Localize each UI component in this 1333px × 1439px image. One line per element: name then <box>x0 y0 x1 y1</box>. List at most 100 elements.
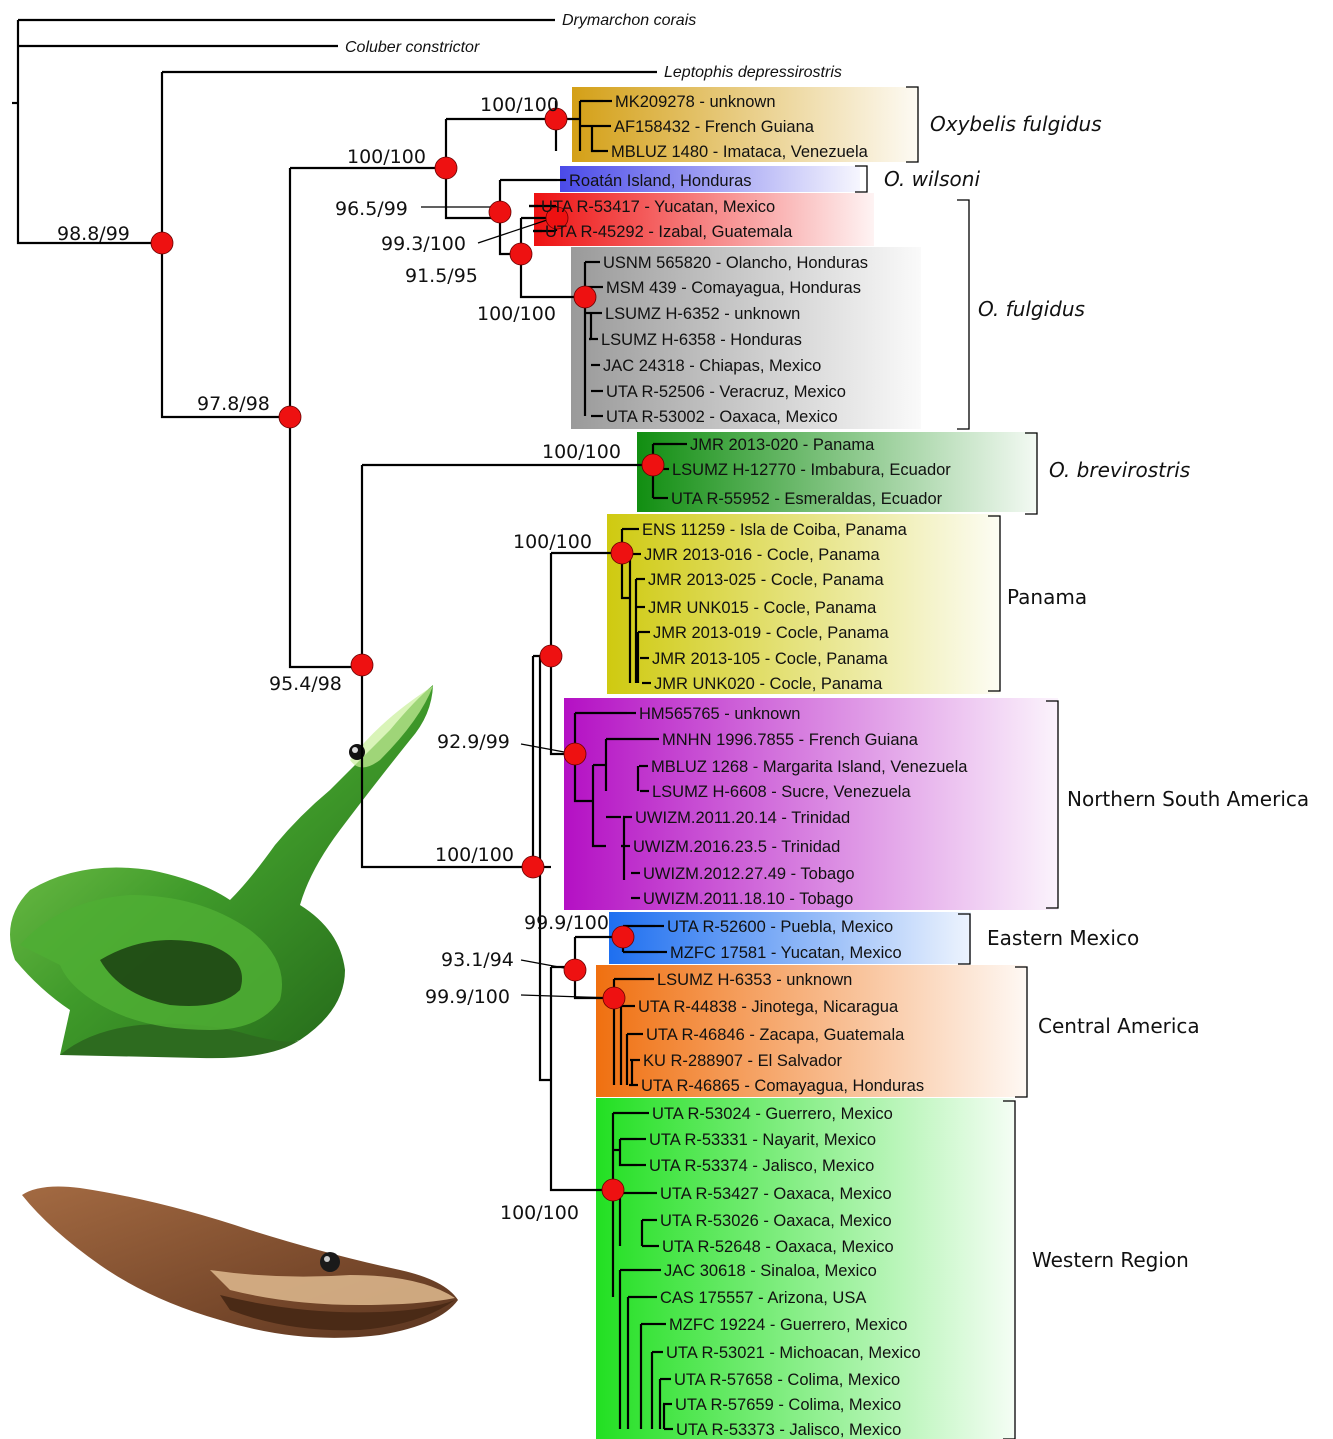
support-node-marker <box>540 645 562 667</box>
tip-label: JMR UNK020 - Cocle, Panama <box>654 675 883 693</box>
tip-label: LSUMZ H-6608 - Sucre, Venezuela <box>652 783 911 801</box>
tip-label: UTA R-53026 - Oaxaca, Mexico <box>660 1212 892 1230</box>
clade-name-fulgidus: O. fulgidus <box>978 297 1085 321</box>
support-node-marker <box>351 654 373 676</box>
support-label: 95.4/98 <box>269 673 342 695</box>
brown-vine-snake-head-photo <box>22 1187 458 1338</box>
support-node-marker <box>612 926 634 948</box>
tip-label: Roatán Island, Honduras <box>569 172 752 190</box>
tip-label: JMR 2013-020 - Panama <box>690 436 875 454</box>
tip-label: UWIZM.2012.27.49 - Tobago <box>643 865 855 883</box>
branch-segment <box>162 72 290 417</box>
tip-label: UTA R-46846 - Zacapa, Guatemala <box>646 1026 905 1044</box>
tip-label: USNM 565820 - Olancho, Honduras <box>603 254 868 272</box>
clade-name-wilsoni: O. wilsoni <box>884 167 980 191</box>
support-node-marker <box>603 987 625 1009</box>
tip-label: JMR 2013-025 - Cocle, Panama <box>648 571 885 589</box>
support-node-marker <box>151 232 173 254</box>
support-label: 100/100 <box>477 303 556 325</box>
support-node-marker <box>602 1179 624 1201</box>
support-label: 92.9/99 <box>437 731 510 753</box>
tip-label: CAS 175557 - Arizona, USA <box>660 1289 866 1307</box>
support-label: 99.3/100 <box>381 233 466 255</box>
support-node-marker <box>435 157 457 179</box>
tip-label: UTA R-52648 - Oaxaca, Mexico <box>662 1238 894 1256</box>
tip-label: KU R-288907 - El Salvador <box>643 1052 843 1070</box>
tip-label: UTA R-53373 - Jalisco, Mexico <box>676 1421 901 1439</box>
tip-label: UTA R-53331 - Nayarit, Mexico <box>649 1131 876 1149</box>
tip-label: LSUMZ H-6352 - unknown <box>605 305 800 323</box>
tip-leptophis: Leptophis depressirostris <box>664 64 842 81</box>
tip-label: UTA R-53427 - Oaxaca, Mexico <box>660 1185 892 1203</box>
tip-label: UWIZM.2016.23.5 - Trinidad <box>633 838 840 856</box>
tip-label: MZFC 17581 - Yucatan, Mexico <box>670 944 902 962</box>
tip-label: UTA R-57658 - Colima, Mexico <box>674 1371 900 1389</box>
tip-label: MBLUZ 1268 - Margarita Island, Venezuela <box>651 758 968 776</box>
support-label: 93.1/94 <box>441 949 514 971</box>
tip-label: JMR 2013-105 - Cocle, Panama <box>652 650 889 668</box>
tip-label: MSM 439 - Comayagua, Honduras <box>606 279 861 297</box>
support-label: 99.9/100 <box>524 912 609 934</box>
support-label: 100/100 <box>480 94 559 116</box>
tip-label: UTA R-57659 - Colima, Mexico <box>675 1396 901 1414</box>
support-label: 100/100 <box>542 441 621 463</box>
tip-drymarchon: Drymarchon corais <box>562 12 696 29</box>
support-node-marker <box>510 243 532 265</box>
tip-label: LSUMZ H-6353 - unknown <box>657 971 852 989</box>
tip-label: HM565765 - unknown <box>639 705 800 723</box>
support-node-marker <box>279 406 301 428</box>
support-label: 96.5/99 <box>335 198 408 220</box>
tip-label: JMR 2013-016 - Cocle, Panama <box>644 546 881 564</box>
tip-label: UTA R-55952 - Esmeraldas, Ecuador <box>671 490 943 508</box>
support-label: 100/100 <box>435 844 514 866</box>
tip-label: UWIZM.2011.18.10 - Tobago <box>643 890 853 908</box>
support-label: 99.9/100 <box>425 986 510 1008</box>
tip-label: UTA R-46865 - Comayagua, Honduras <box>641 1077 924 1095</box>
branch-segment <box>362 465 533 867</box>
support-label: 97.8/98 <box>197 393 270 415</box>
support-node-marker <box>522 856 544 878</box>
support-node-marker <box>564 743 586 765</box>
support-label: 100/100 <box>500 1202 579 1224</box>
support-label: 98.8/99 <box>57 223 130 245</box>
tip-label: UWIZM.2011.20.14 - Trinidad <box>635 809 850 827</box>
clade-name-panama: Panama <box>1007 585 1087 609</box>
tip-coluber: Coluber constrictor <box>345 39 480 56</box>
tip-label: JAC 24318 - Chiapas, Mexico <box>603 357 821 375</box>
tip-label: UTA R-53374 - Jalisco, Mexico <box>649 1157 874 1175</box>
support-node-marker <box>611 542 633 564</box>
support-label: 91.5/95 <box>405 265 478 287</box>
support-node-marker <box>564 959 586 981</box>
tip-label: LSUMZ H-12770 - Imbabura, Ecuador <box>672 461 951 479</box>
tip-label: MBLUZ 1480 - Imataca, Venezuela <box>611 143 869 161</box>
tip-label: ENS 11259 - Isla de Coiba, Panama <box>642 521 908 539</box>
tip-label: MZFC 19224 - Guerrero, Mexico <box>669 1316 907 1334</box>
tip-label: UTA R-44838 - Jinotega, Nicaragua <box>638 998 899 1016</box>
tip-label: MNHN 1996.7855 - French Guiana <box>662 731 919 749</box>
tip-label: UTA R-52506 - Veracruz, Mexico <box>606 383 846 401</box>
tip-label: JMR UNK015 - Cocle, Panama <box>648 599 877 617</box>
tip-label: LSUMZ H-6358 - Honduras <box>601 331 802 349</box>
tip-label: UTA R-53021 - Michoacan, Mexico <box>666 1344 921 1362</box>
clade-name-central-america: Central America <box>1038 1014 1200 1038</box>
green-vine-snake-photo <box>10 685 433 1058</box>
support-node-marker <box>642 454 664 476</box>
tip-label: UTA R-45292 - Izabal, Guatemala <box>545 223 793 241</box>
clade-name-eastern-mexico: Eastern Mexico <box>987 926 1139 950</box>
clade-bracket <box>957 200 969 429</box>
tip-label: JMR 2013-019 - Cocle, Panama <box>653 624 890 642</box>
clade-name-western-region: Western Region <box>1032 1248 1189 1272</box>
tip-label: MK209278 - unknown <box>615 93 776 111</box>
support-label: 100/100 <box>347 146 426 168</box>
tip-label: UTA R-53417 - Yucatan, Mexico <box>541 198 775 216</box>
tip-label: AF158432 - French Guiana <box>614 118 815 136</box>
tip-label: UTA R-52600 - Puebla, Mexico <box>667 918 893 936</box>
tip-label: UTA R-53002 - Oaxaca, Mexico <box>606 408 838 426</box>
support-node-marker <box>574 286 596 308</box>
tip-label: JAC 30618 - Sinaloa, Mexico <box>664 1262 877 1280</box>
support-node-marker <box>489 201 511 223</box>
clade-name-brevirostris: O. brevirostris <box>1049 458 1190 482</box>
clade-name-oxybelis-fulgidus: Oxybelis fulgidus <box>930 112 1102 136</box>
support-label: 100/100 <box>513 531 592 553</box>
clade-name-nsa: Northern South America <box>1067 787 1309 811</box>
